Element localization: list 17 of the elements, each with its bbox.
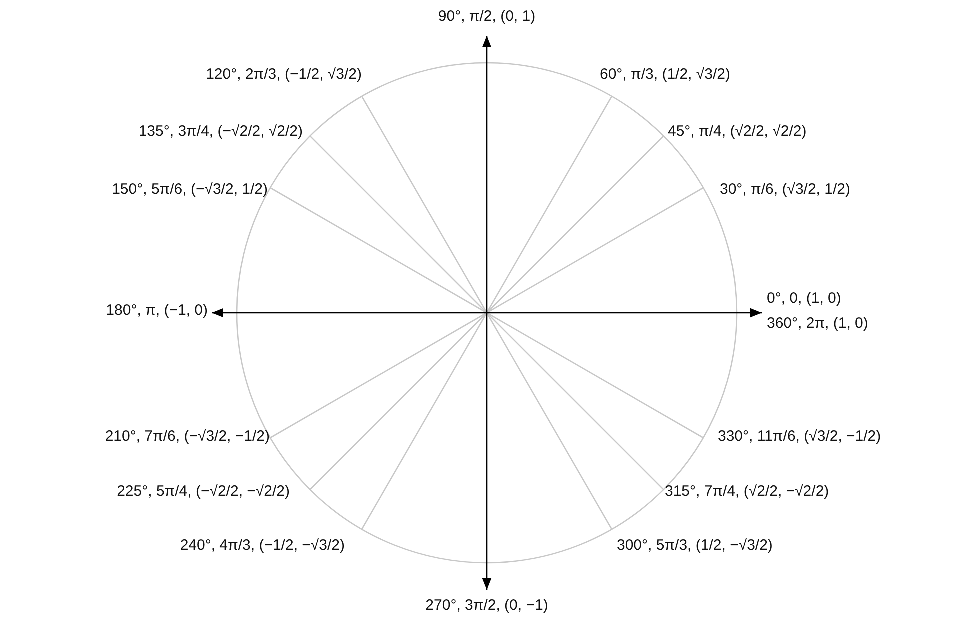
angle-label: 300°, 5π/3, (1/2, −√3/2)	[617, 537, 773, 555]
angle-label: 60°, π/3, (1/2, √3/2)	[600, 66, 730, 84]
angle-label: 30°, π/6, (√3/2, 1/2)	[720, 181, 850, 199]
angle-label: 210°, 7π/6, (−√3/2, −1/2)	[105, 428, 270, 446]
angle-label: 135°, 3π/4, (−√2/2, √2/2)	[138, 123, 303, 141]
angle-label: 330°, 11π/6, (√3/2, −1/2)	[718, 428, 882, 446]
angle-label: 225°, 5π/4, (−√2/2, −√2/2)	[117, 483, 290, 501]
angle-label: 360°, 2π, (1, 0)	[767, 315, 868, 333]
angle-label: 45°, π/4, (√2/2, √2/2)	[668, 123, 807, 141]
angle-label: 90°, π/2, (0, 1)	[438, 8, 536, 26]
angle-label: 0°, 0, (1, 0)	[767, 290, 842, 308]
angle-label: 240°, 4π/3, (−1/2, −√3/2)	[180, 537, 345, 555]
angle-label: 150°, 5π/6, (−√3/2, 1/2)	[112, 181, 268, 199]
angle-label: 270°, 3π/2, (0, −1)	[426, 597, 548, 615]
angle-label: 120°, 2π/3, (−1/2, √3/2)	[206, 66, 362, 84]
angle-label: 315°, 7π/4, (√2/2, −√2/2)	[665, 483, 830, 501]
angle-label: 180°, π, (−1, 0)	[106, 302, 208, 320]
